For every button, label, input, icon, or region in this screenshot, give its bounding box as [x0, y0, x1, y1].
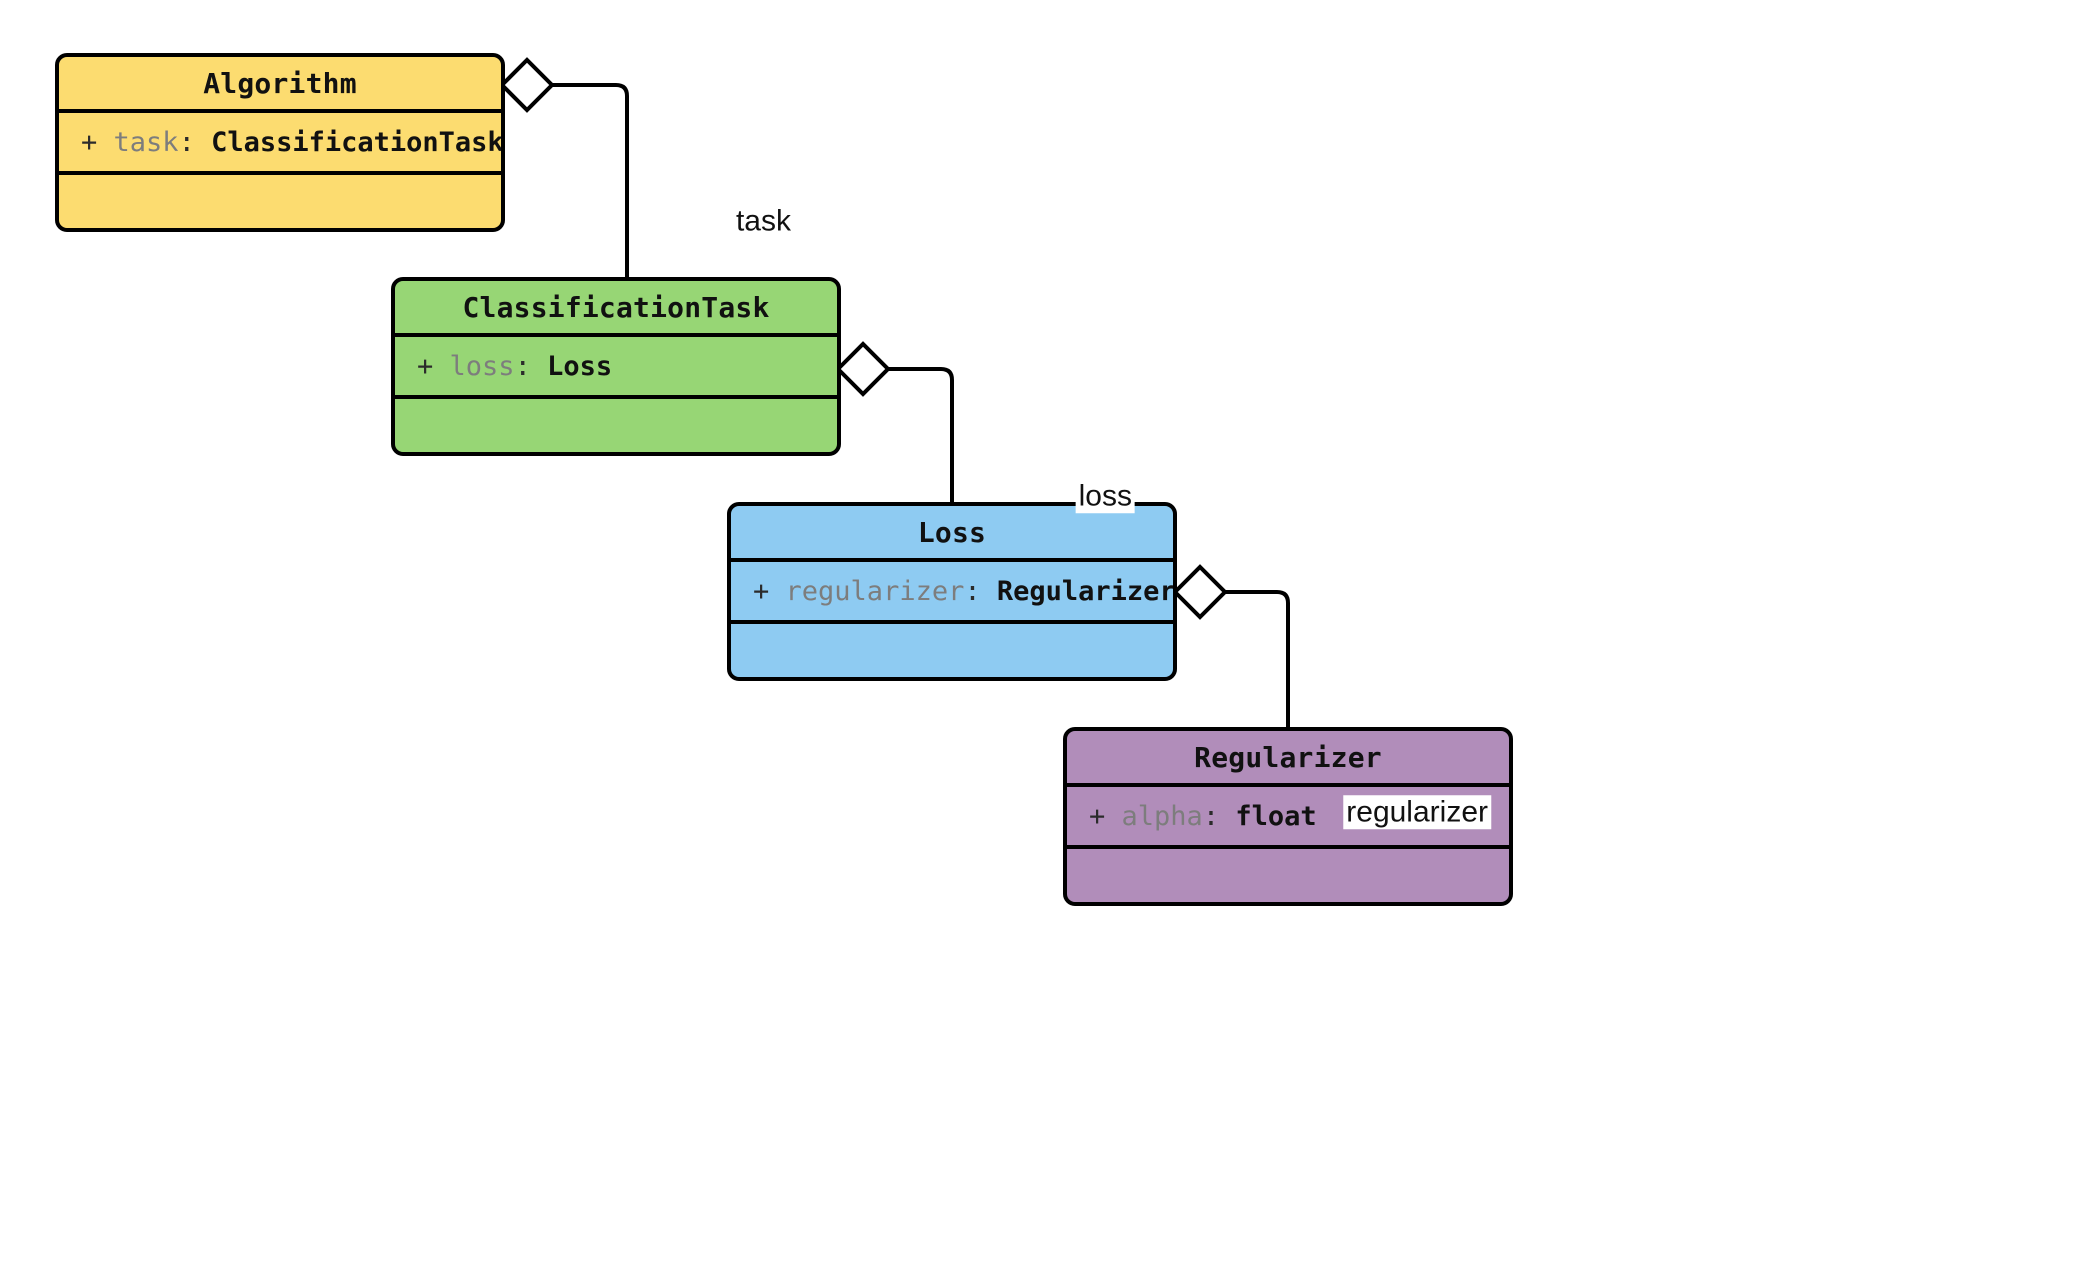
class-name-loss: Loss: [731, 506, 1173, 562]
attribute-type: Regularizer: [996, 575, 1176, 607]
methods-compartment-loss: [731, 624, 1173, 677]
relationship-line-rel-task: [551, 83, 629, 277]
attribute-row: + alpha: float: [1089, 803, 1317, 830]
attribute-separator: :: [964, 575, 981, 607]
relationship-label-rel-task: task: [732, 204, 794, 238]
relationship-label-rel-regularizer: regularizer: [1343, 795, 1491, 829]
attribute-row: + regularizer: Regularizer: [753, 575, 1176, 607]
class-name-regularizer: Regularizer: [1067, 731, 1509, 787]
methods-compartment-algorithm: [59, 175, 501, 228]
relationship-line-rel-loss: [887, 367, 954, 502]
attribute-separator: :: [514, 350, 531, 382]
methods-compartment-classificationtask: [395, 399, 837, 452]
attribute-visibility: +: [417, 350, 434, 382]
aggregation-diamond-rel-loss: [835, 341, 891, 397]
attribute-row: + task: ClassificationTask: [81, 126, 504, 158]
aggregation-diamond-rel-task: [499, 57, 555, 113]
attribute-separator: :: [178, 126, 195, 158]
class-box-algorithm[interactable]: Algorithm + task: ClassificationTask: [55, 53, 505, 232]
class-name-algorithm: Algorithm: [59, 57, 501, 113]
attributes-compartment-classificationtask: + loss: Loss: [395, 337, 837, 399]
attribute-row: + loss: Loss: [417, 353, 612, 380]
attribute-visibility: +: [81, 126, 98, 158]
attribute-type: float: [1235, 800, 1317, 832]
attribute-visibility: +: [1089, 800, 1106, 832]
class-box-loss[interactable]: Loss + regularizer: Regularizer: [727, 502, 1177, 681]
attributes-compartment-loss: + regularizer: Regularizer: [731, 562, 1173, 624]
class-box-classificationtask[interactable]: ClassificationTask + loss: Loss: [391, 277, 841, 456]
aggregation-diamond-rel-regularizer: [1172, 564, 1228, 620]
attribute-name: task: [113, 126, 179, 158]
attribute-visibility: +: [753, 575, 770, 607]
class-name-classificationtask: ClassificationTask: [395, 281, 837, 337]
attribute-type: Loss: [547, 350, 613, 382]
attribute-name: regularizer: [785, 575, 965, 607]
attribute-separator: :: [1202, 800, 1220, 832]
attributes-compartment-algorithm: + task: ClassificationTask: [59, 113, 501, 175]
attribute-name: loss: [449, 350, 515, 382]
attribute-type: ClassificationTask: [211, 126, 504, 158]
relationship-line-rel-regularizer: [1224, 590, 1290, 727]
methods-compartment-regularizer: [1067, 849, 1509, 902]
attribute-name: alpha: [1121, 800, 1203, 832]
attributes-compartment-regularizer: + alpha: float: [1067, 787, 1509, 849]
relationship-label-rel-loss: loss: [1075, 479, 1135, 513]
